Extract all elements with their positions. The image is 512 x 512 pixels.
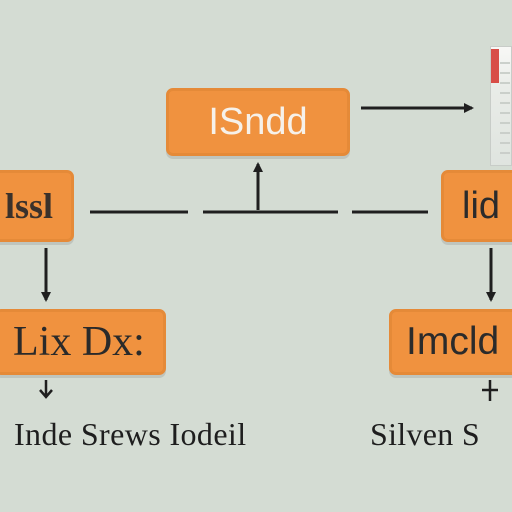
node-top: ISndd xyxy=(166,88,350,156)
edge-panel-red-tab xyxy=(491,49,499,83)
node-left-lower: Lix Dx: xyxy=(0,309,166,375)
edge-panel-stripes xyxy=(500,62,510,154)
node-left-upper: lssl xyxy=(0,170,74,242)
connector-left-bottom-arrow xyxy=(39,380,53,399)
caption-left: Inde Srews Iodeil xyxy=(14,416,247,452)
node-right-lower: Imcld xyxy=(389,309,512,375)
node-right-upper: lid xyxy=(441,170,512,242)
connector-right-bottom-plus xyxy=(482,380,498,401)
caption-right: Silven S xyxy=(370,416,480,452)
